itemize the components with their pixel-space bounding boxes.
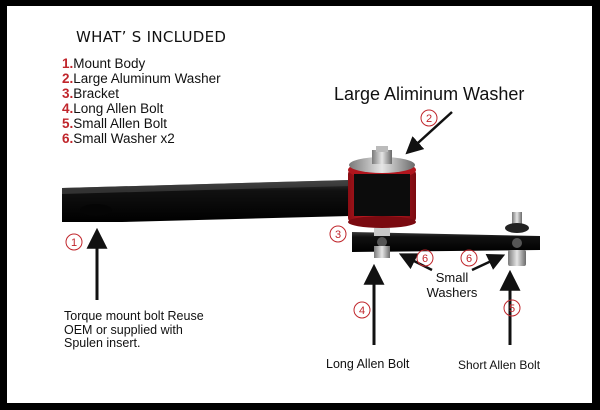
callout-3: 3	[329, 225, 347, 243]
arrow-large-washer	[405, 111, 453, 155]
torque-mount-note: Torque mount bolt Reuse OEM or supplied …	[64, 309, 204, 350]
arrow-small-washer-left	[398, 253, 433, 272]
svg-text:2: 2	[426, 113, 432, 125]
callout-5: 5	[503, 299, 521, 317]
svg-text:1: 1	[71, 237, 77, 249]
callout-2: 2	[420, 109, 438, 127]
svg-text:6: 6	[422, 253, 428, 265]
callout-6-right: 6	[460, 249, 478, 267]
callout-4: 4	[353, 301, 371, 319]
short-allen-bolt	[505, 212, 529, 266]
list-item: 2.Large Aluminum Washer	[62, 71, 221, 86]
long-bolt-label: Long Allen Bolt	[326, 357, 410, 371]
svg-text:4: 4	[359, 305, 365, 317]
svg-text:3: 3	[335, 229, 341, 241]
bracket	[352, 232, 540, 252]
svg-text:6: 6	[466, 253, 472, 265]
callout-6-left: 6	[416, 249, 434, 267]
long-allen-bolt	[374, 228, 390, 258]
large-washer	[349, 146, 415, 173]
list-item: 1.Mount Body	[62, 56, 146, 71]
parts-list: 1.Mount Body 2.Large Aluminum Washer 3.B…	[62, 56, 221, 146]
list-item: 3.Bracket	[62, 86, 120, 101]
list-item: 4.Long Allen Bolt	[62, 101, 164, 116]
list-item: 5.Small Allen Bolt	[62, 116, 168, 131]
short-bolt-label: Short Allen Bolt	[458, 358, 541, 372]
callout-1: 1	[65, 233, 83, 251]
included-title: WHAT’ S INCLUDED	[76, 28, 227, 46]
large-washer-label: Large Aliminum Washer	[334, 84, 525, 104]
list-item: 6.Small Washer x2	[62, 131, 175, 146]
small-washers-label: Small Washers	[426, 270, 478, 300]
mount-body	[62, 180, 350, 222]
svg-text:5: 5	[509, 303, 515, 315]
arrow-small-washer-right	[471, 253, 506, 272]
